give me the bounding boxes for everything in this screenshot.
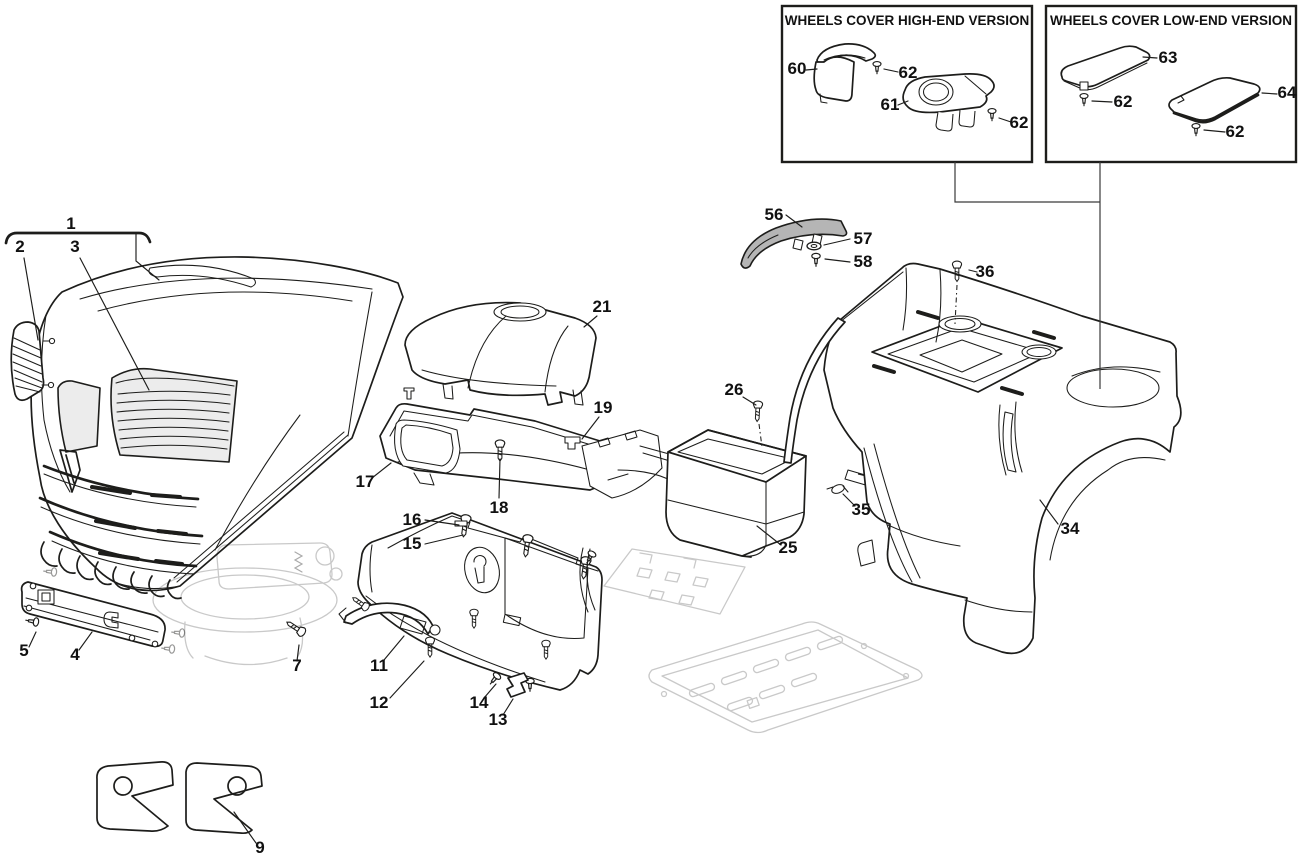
inset-low-end-title: WHEELS COVER LOW-END VERSION <box>1050 13 1292 28</box>
screw-5 <box>24 615 40 628</box>
part-column-panel <box>357 512 603 692</box>
part-engine-cover <box>404 301 597 406</box>
callout-12: 12 <box>370 693 389 712</box>
callout-35: 35 <box>852 500 871 519</box>
callout-26: 26 <box>725 380 744 399</box>
part-rear-body <box>783 262 1182 655</box>
callout-62-c: 62 <box>1114 92 1133 111</box>
part-64 <box>1168 76 1261 124</box>
callout-21: 21 <box>593 297 612 316</box>
callout-36: 36 <box>976 262 995 281</box>
part-dashboard-tray <box>379 387 663 499</box>
callout-18: 18 <box>490 498 509 517</box>
clip-19 <box>564 436 581 450</box>
callout-14: 14 <box>470 693 489 712</box>
callout-7: 7 <box>292 656 301 675</box>
chassis-underlay <box>42 542 923 734</box>
callout-62-b: 62 <box>1010 113 1029 132</box>
callout-11: 11 <box>370 656 388 675</box>
callout-3: 3 <box>70 237 79 256</box>
screw-58 <box>811 252 821 267</box>
callout-62-a: 62 <box>899 63 918 82</box>
washer-57 <box>806 241 822 251</box>
bolt-26 <box>751 400 764 448</box>
callout-labels: 1 2 3 21 19 17 18 16 15 26 36 56 57 58 2… <box>15 48 1297 854</box>
part-battery-box <box>617 429 807 558</box>
callout-16: 16 <box>403 510 422 529</box>
leader-lines <box>4 56 1278 844</box>
callout-19: 19 <box>594 398 613 417</box>
callout-25: 25 <box>779 538 798 557</box>
callout-57: 57 <box>854 229 873 248</box>
part-side-grille <box>10 321 56 402</box>
callout-17: 17 <box>356 472 375 491</box>
part-hood <box>30 256 404 600</box>
inset-connector-lines <box>954 162 1101 389</box>
callout-61: 61 <box>881 95 900 114</box>
callout-13: 13 <box>489 710 508 729</box>
inset-low-end: WHEELS COVER LOW-END VERSION <box>1044 4 1298 164</box>
callout-2: 2 <box>15 237 24 256</box>
part-bracket-13-14 <box>486 670 529 698</box>
part-spoiler-56 <box>740 218 848 269</box>
part-bumper-bracket <box>20 547 598 648</box>
bracket-13 <box>506 672 529 698</box>
part-lever-11 <box>338 593 441 658</box>
callout-1: 1 <box>66 214 75 233</box>
callout-64: 64 <box>1278 83 1297 102</box>
callout-15: 15 <box>403 534 422 553</box>
callout-63: 63 <box>1159 48 1178 67</box>
part-60 <box>813 43 877 104</box>
callout-34: 34 <box>1061 519 1080 538</box>
callout-5: 5 <box>19 641 28 660</box>
part-63 <box>1060 45 1151 91</box>
callout-62-d: 62 <box>1226 122 1245 141</box>
part-decals-9 <box>96 761 263 835</box>
inset-high-end: WHEELS COVER HIGH-END VERSION <box>780 4 1034 164</box>
callout-9: 9 <box>255 838 264 854</box>
part-61 <box>902 73 995 132</box>
inset-high-end-title: WHEELS COVER HIGH-END VERSION <box>785 13 1030 28</box>
callout-56: 56 <box>765 205 784 224</box>
callout-58: 58 <box>854 252 873 271</box>
callout-60: 60 <box>788 59 807 78</box>
callout-4: 4 <box>70 645 80 664</box>
